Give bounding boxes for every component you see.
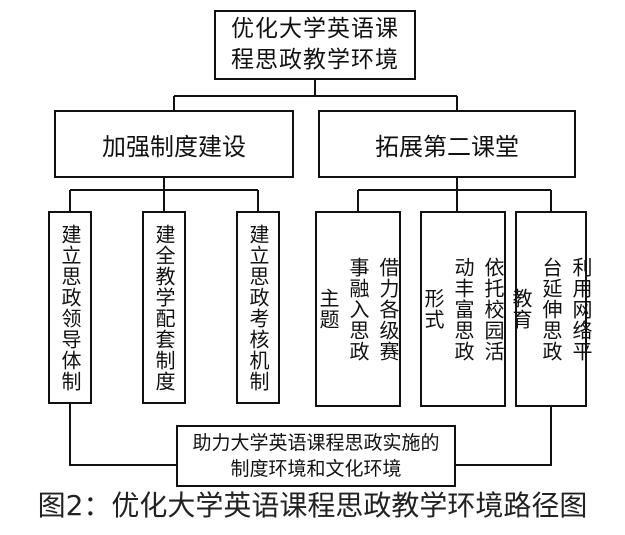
- left-item-2: 建全教学配套制度: [142, 211, 186, 404]
- top-box: 优化大学英语课程思政教学环境: [214, 10, 416, 80]
- bottom-label: 助力大学英语课程思政实施的制度环境和文化环境: [192, 432, 440, 480]
- figure-caption: 图2：优化大学英语课程思政教学环境路径图: [37, 489, 588, 522]
- right-item-1: 借力各级赛事融入思政主题: [315, 211, 401, 407]
- right-item-1-label: 借力各级赛事融入思政主题: [316, 256, 400, 362]
- right-item-2: 依托校园活动丰富思政形式: [420, 211, 506, 407]
- left-branch-label: 加强制度建设: [102, 132, 246, 161]
- right-branch-label: 拓展第二课堂: [375, 132, 519, 161]
- right-branch-box: 拓展第二课堂: [318, 110, 576, 178]
- left-branch-box: 加强制度建设: [54, 110, 294, 178]
- right-item-2-label: 依托校园活动丰富思政形式: [421, 256, 505, 362]
- left-item-1: 建立思政领导体制: [48, 211, 92, 404]
- right-item-3-label: 利用网络平台延伸思政教育: [509, 256, 593, 362]
- left-item-1-label: 建立思政领导体制: [58, 223, 82, 392]
- bottom-box: 助力大学英语课程思政实施的制度环境和文化环境: [176, 425, 456, 487]
- right-item-3: 利用网络平台延伸思政教育: [509, 211, 593, 407]
- left-item-3: 建立思政考核机制: [236, 211, 280, 404]
- left-item-2-label: 建全教学配套制度: [152, 223, 176, 392]
- left-item-3-label: 建立思政考核机制: [246, 223, 270, 392]
- top-label: 优化大学英语课程思政教学环境: [231, 16, 399, 73]
